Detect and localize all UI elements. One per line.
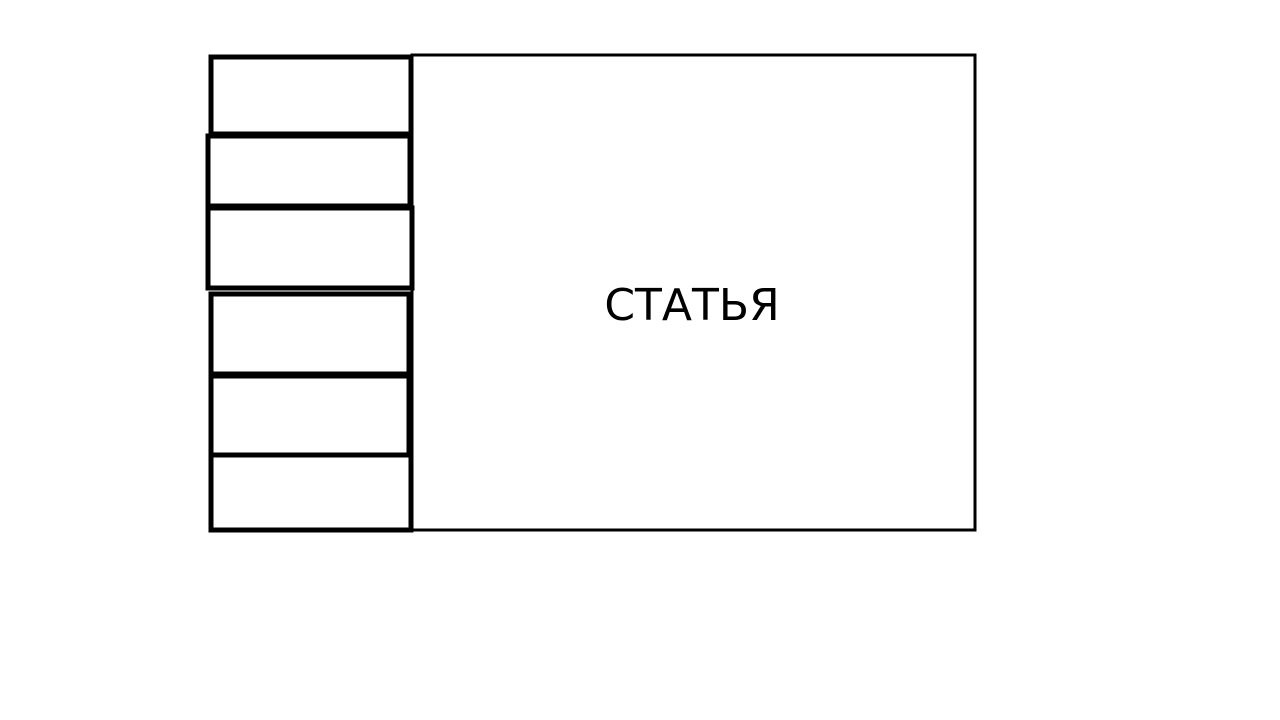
- article-box: [410, 53, 977, 532]
- sidebar-item: [208, 452, 414, 533]
- sidebar-box-3: [205, 205, 415, 291]
- sidebar-column: [205, 54, 415, 533]
- sidebar-box-6: [208, 452, 414, 533]
- sidebar-box-4: [208, 291, 412, 377]
- article-label: СТАТЬЯ: [604, 280, 779, 331]
- sidebar-box-2: [205, 133, 413, 209]
- sidebar-box-1: [208, 54, 414, 137]
- sidebar-box-5: [208, 373, 412, 458]
- sidebar-item: [205, 133, 413, 209]
- article-area: СТАТЬЯ: [410, 53, 977, 532]
- sidebar-item: [208, 291, 412, 377]
- sidebar-item: [208, 373, 412, 458]
- sidebar-item: [205, 205, 415, 291]
- sidebar-item: [208, 54, 414, 137]
